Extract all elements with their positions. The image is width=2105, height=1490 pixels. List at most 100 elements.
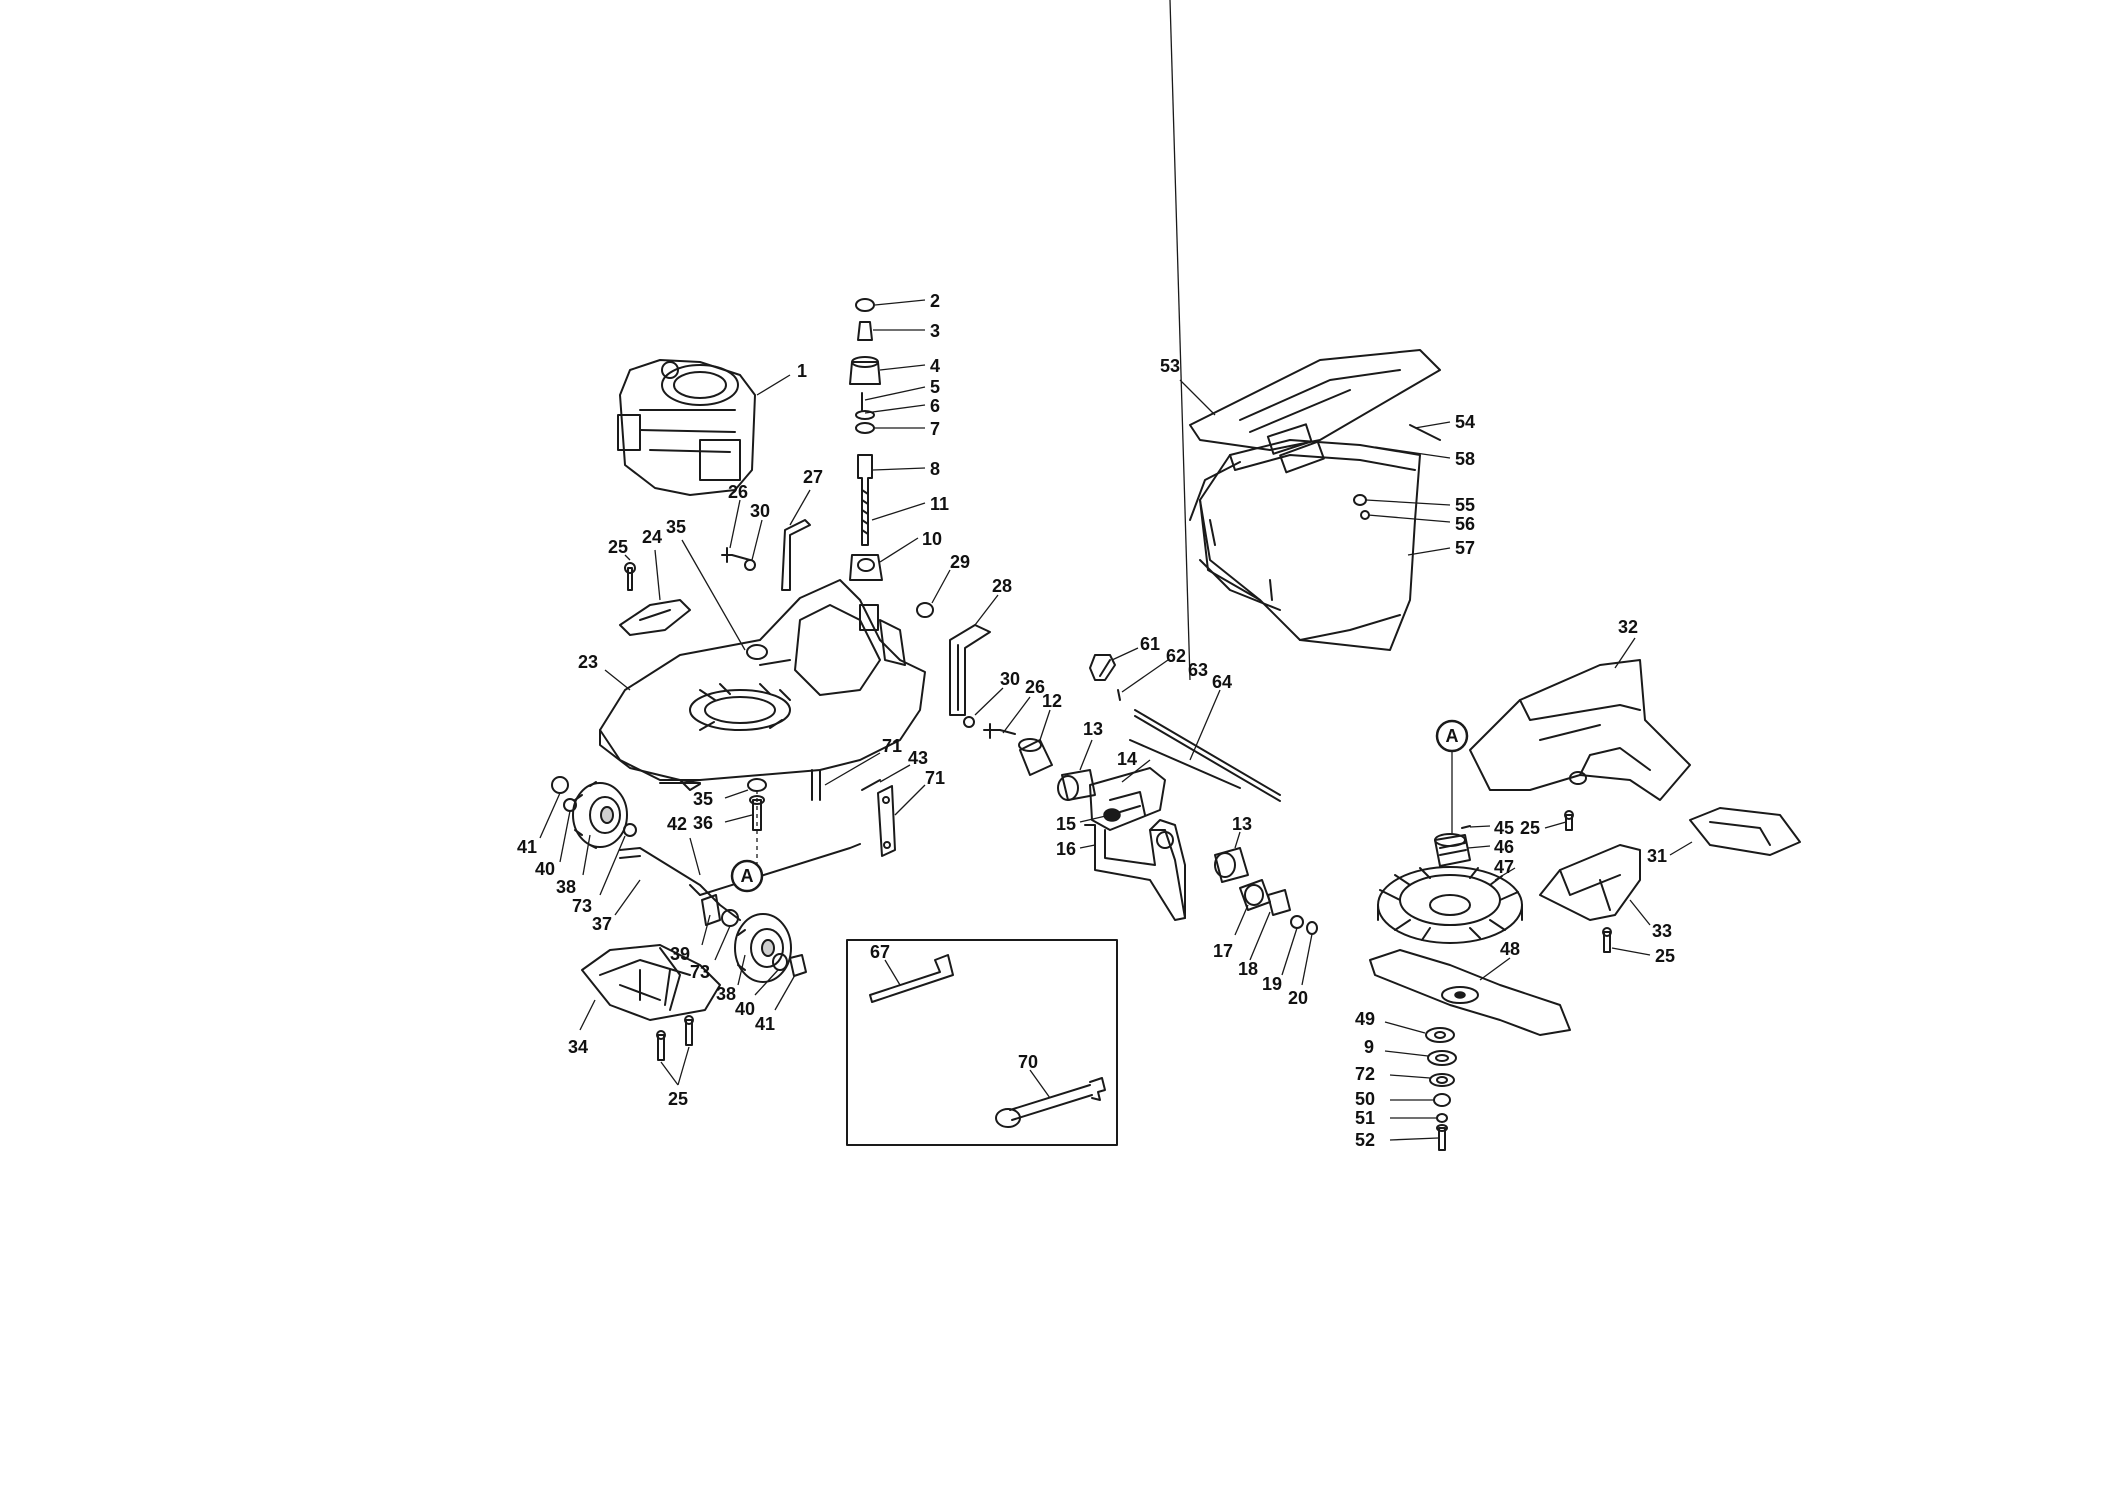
screw-25d-drawing: [1602, 927, 1612, 953]
label-64: 64: [1212, 672, 1232, 692]
bolt-26b-drawing: [963, 716, 1016, 739]
screws-25b-drawing: [656, 1015, 694, 1061]
adapter-46-drawing: [1434, 833, 1471, 867]
deck-fasteners-drawing: [747, 778, 767, 865]
label-61: 61: [1140, 634, 1160, 654]
bracket-16-drawing: [1084, 819, 1186, 921]
rods-63-64-drawing: [1129, 709, 1281, 802]
label-62: 62: [1166, 646, 1186, 666]
cover-31-drawing: [1689, 807, 1801, 856]
clamps-17-18-drawing: [1239, 879, 1318, 935]
tool-box: [846, 939, 1118, 1146]
bracket-33-drawing: [1539, 844, 1641, 921]
label-52: 52: [1355, 1130, 1375, 1150]
blade-48-drawing: [1369, 949, 1571, 1036]
bushing-13b-drawing: [1214, 847, 1249, 883]
label-51: 51: [1355, 1108, 1375, 1128]
label-36: 36: [693, 813, 713, 833]
label-70: 70: [1018, 1052, 1038, 1072]
label-10: 10: [922, 529, 942, 549]
label-1: 1: [797, 361, 807, 381]
label-71a: 71: [882, 736, 902, 756]
label-4: 4: [930, 356, 940, 376]
bushing-12-drawing: [1018, 738, 1053, 776]
label-3: 3: [930, 321, 940, 341]
label-13a: 13: [1083, 719, 1103, 739]
label-26a: 26: [728, 482, 748, 502]
label-8: 8: [930, 459, 940, 479]
label-13b: 13: [1232, 814, 1252, 834]
axle-rod-42-drawing: [689, 843, 861, 896]
label-17: 17: [1213, 941, 1233, 961]
label-18: 18: [1238, 959, 1258, 979]
part-labels: 1 2 3 4 5 6 7 8 11 10 29 26 30 27 25 24 …: [517, 291, 1675, 1150]
label-7: 7: [930, 419, 940, 439]
callout-a-right: A: [1435, 719, 1469, 753]
axle-37-drawing: [619, 847, 741, 921]
blade-washers-drawing: [1425, 1027, 1457, 1151]
hex-key-drawing: [869, 954, 954, 1003]
plate-24-drawing: [619, 562, 691, 636]
label-39: 39: [670, 944, 690, 964]
label-19: 19: [1262, 974, 1282, 994]
rear-flap-34-drawing: [581, 944, 721, 1021]
bolt-26-drawing: [721, 547, 756, 571]
label-45: 45: [1494, 818, 1514, 838]
label-23: 23: [578, 652, 598, 672]
label-67: 67: [870, 942, 890, 962]
label-26b: 26: [1025, 677, 1045, 697]
label-30a: 30: [750, 501, 770, 521]
height-adjuster-drawing: [849, 298, 934, 618]
svg-text:A: A: [741, 866, 754, 886]
wrench-drawing: [995, 1077, 1106, 1128]
label-6: 6: [930, 396, 940, 416]
label-25c: 25: [1520, 818, 1540, 838]
callout-a-left: A: [730, 859, 764, 893]
label-71b: 71: [925, 768, 945, 788]
fan-47-drawing: [1377, 866, 1523, 944]
label-57: 57: [1455, 538, 1475, 558]
label-16: 16: [1056, 839, 1076, 859]
label-38b: 38: [716, 984, 736, 1004]
key-45-drawing: [1461, 810, 1574, 831]
label-72: 72: [1355, 1064, 1375, 1084]
lever-61-drawing: [1089, 654, 1121, 701]
label-40b: 40: [735, 999, 755, 1019]
wheel-38a-drawing: [551, 776, 637, 849]
label-14: 14: [1117, 749, 1137, 769]
label-48: 48: [1500, 939, 1520, 959]
label-40a: 40: [535, 859, 555, 879]
label-27: 27: [803, 467, 823, 487]
engine-drawing: [617, 359, 756, 496]
grass-bag-drawing: [1189, 349, 1441, 651]
label-30b: 30: [1000, 669, 1020, 689]
label-41b: 41: [755, 1014, 775, 1034]
label-53: 53: [1160, 356, 1180, 376]
bracket-28-drawing: [949, 624, 991, 716]
bushing-13a-drawing: [1057, 769, 1096, 801]
label-38a: 38: [556, 877, 576, 897]
label-46: 46: [1494, 837, 1514, 857]
label-25b: 25: [668, 1089, 688, 1109]
label-50: 50: [1355, 1089, 1375, 1109]
label-73a: 73: [572, 896, 592, 916]
deck-drawing: [599, 579, 926, 791]
label-43: 43: [908, 748, 928, 768]
bracket-27-drawing: [781, 519, 811, 591]
label-42: 42: [667, 814, 687, 834]
label-12: 12: [1042, 691, 1062, 711]
label-37: 37: [592, 914, 612, 934]
label-2: 2: [930, 291, 940, 311]
pins-71-drawing: [811, 769, 896, 857]
label-56: 56: [1455, 514, 1475, 534]
label-49: 49: [1355, 1009, 1375, 1029]
label-47: 47: [1494, 857, 1514, 877]
label-31: 31: [1647, 846, 1667, 866]
label-35a: 35: [666, 517, 686, 537]
chute-32-drawing: [1469, 659, 1691, 801]
label-63: 63: [1188, 660, 1208, 680]
svg-text:A: A: [1446, 726, 1459, 746]
label-29: 29: [950, 552, 970, 572]
label-41a: 41: [517, 837, 537, 857]
